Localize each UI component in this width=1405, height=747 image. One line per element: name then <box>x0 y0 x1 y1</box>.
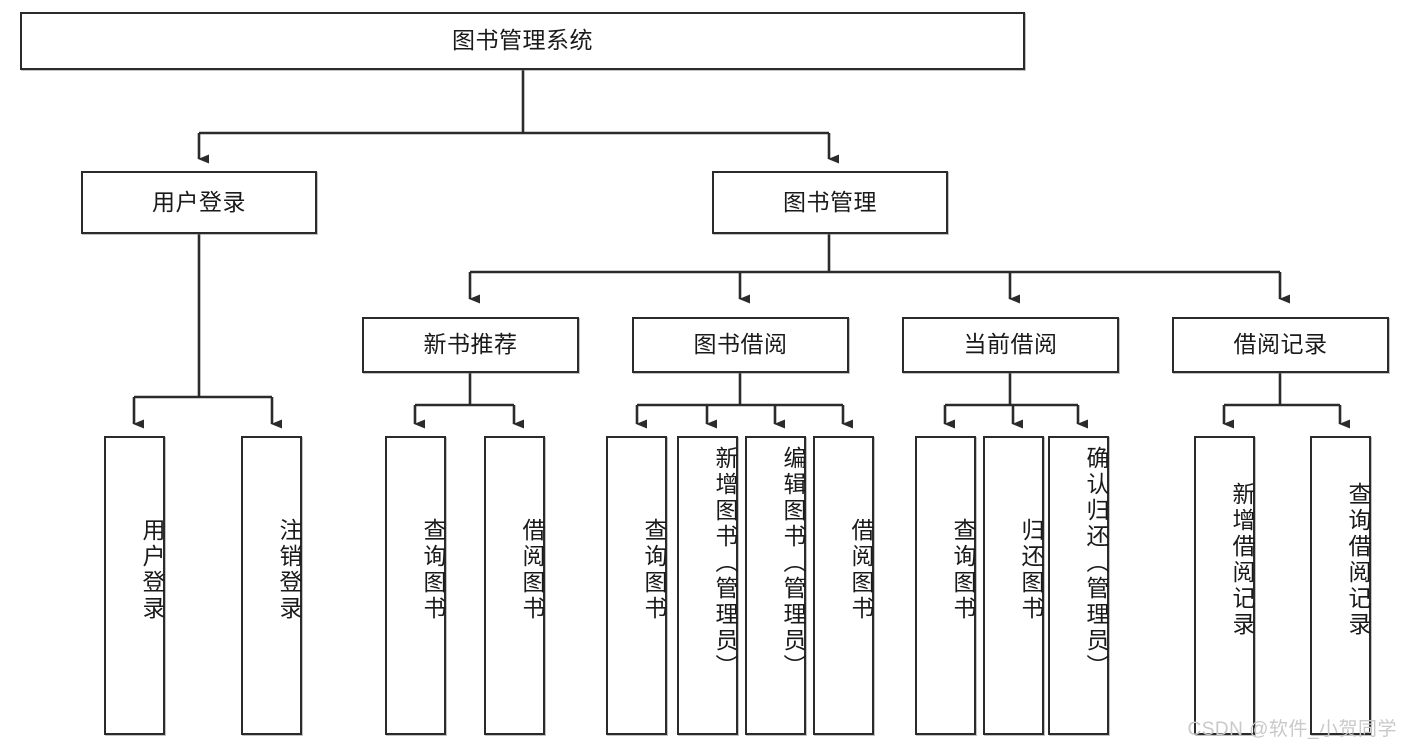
node-leaf-return-book[interactable]: 归还图书 <box>983 436 1044 735</box>
node-leaf-query-book-rec[interactable]: 查询图书 <box>385 436 446 735</box>
node-borrow-record[interactable]: 借阅记录 <box>1172 317 1389 373</box>
node-leaf-add-book-admin[interactable]: 新增图书（管理员） <box>677 436 738 735</box>
node-leaf-edit-book-admin[interactable]: 编辑图书（管理员） <box>745 436 806 735</box>
node-leaf-query-book-current-label: 查询图书 <box>950 518 976 622</box>
node-current-borrow[interactable]: 当前借阅 <box>902 317 1119 373</box>
node-leaf-query-book-current[interactable]: 查询图书 <box>915 436 976 735</box>
node-leaf-user-login-label: 用户登录 <box>139 518 165 622</box>
node-borrow-record-label: 借阅记录 <box>1233 331 1328 358</box>
node-leaf-user-login[interactable]: 用户登录 <box>104 436 165 735</box>
node-new-book-recommend[interactable]: 新书推荐 <box>362 317 579 373</box>
node-leaf-query-borrow-record[interactable]: 查询借阅记录 <box>1310 436 1371 735</box>
node-leaf-add-borrow-record[interactable]: 新增借阅记录 <box>1194 436 1255 735</box>
node-leaf-query-book-rec-label: 查询图书 <box>420 518 446 622</box>
node-book-management-label: 图书管理 <box>783 188 877 215</box>
node-leaf-borrow-book-rec[interactable]: 借阅图书 <box>484 436 545 735</box>
node-user-login-label: 用户登录 <box>152 188 246 215</box>
node-leaf-add-book-admin-label: 新增图书（管理员） <box>712 446 738 680</box>
node-book-borrow[interactable]: 图书借阅 <box>632 317 849 373</box>
node-leaf-borrow-book-rec-label: 借阅图书 <box>519 518 545 622</box>
node-leaf-confirm-return-admin-label: 确认归还（管理员） <box>1083 446 1109 680</box>
node-book-management[interactable]: 图书管理 <box>712 171 948 234</box>
node-root[interactable]: 图书管理系统 <box>20 12 1025 70</box>
node-leaf-return-book-label: 归还图书 <box>1018 518 1044 622</box>
node-leaf-add-borrow-record-label: 新增借阅记录 <box>1229 482 1255 638</box>
node-leaf-query-book-borrow-label: 查询图书 <box>641 518 667 622</box>
node-root-label: 图书管理系统 <box>452 27 593 54</box>
node-leaf-query-book-borrow[interactable]: 查询图书 <box>606 436 667 735</box>
node-book-borrow-label: 图书借阅 <box>693 331 788 358</box>
node-leaf-borrow-book[interactable]: 借阅图书 <box>813 436 874 735</box>
node-leaf-borrow-book-label: 借阅图书 <box>848 518 874 622</box>
node-leaf-edit-book-admin-label: 编辑图书（管理员） <box>780 446 806 680</box>
node-leaf-user-logout-label: 注销登录 <box>276 518 302 622</box>
node-user-login[interactable]: 用户登录 <box>81 171 317 234</box>
node-new-book-recommend-label: 新书推荐 <box>423 331 518 358</box>
node-leaf-confirm-return-admin[interactable]: 确认归还（管理员） <box>1048 436 1109 735</box>
node-leaf-user-logout[interactable]: 注销登录 <box>241 436 302 735</box>
node-leaf-query-borrow-record-label: 查询借阅记录 <box>1345 482 1371 638</box>
node-current-borrow-label: 当前借阅 <box>963 331 1058 358</box>
